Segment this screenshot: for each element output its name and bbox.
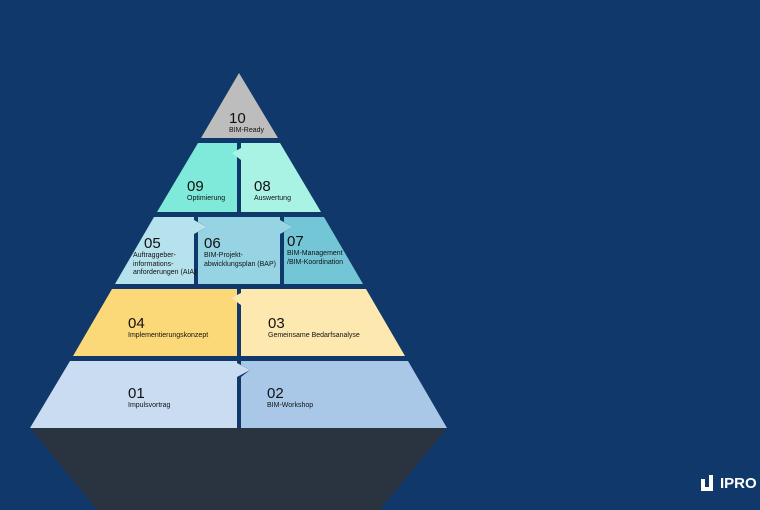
segment-09 [157,143,237,212]
step-07: 07 BIM-Management /BIM-Koordination [287,234,343,267]
pyramid-base [30,428,447,510]
segment-06 [198,217,280,284]
step-number: 04 [128,315,145,332]
step-number: 01 [128,385,145,402]
segment-04 [73,289,237,356]
arrow-tip-01 [237,363,250,377]
step-number: 08 [254,178,271,195]
step-05: 05 Auftraggeber- informations- anforderu… [133,236,196,278]
segment-02 [241,361,447,428]
step-04: 04 Implementierungskonzept [128,316,208,341]
step-09: 09 Optimierung [187,179,225,204]
step-label: Auftraggeber- informations- anforderunge… [133,252,197,276]
logo-building-icon [701,475,713,491]
step-01: 01 Impulsvortrag [128,386,170,411]
segment-08 [232,143,321,212]
segment-01 [30,361,237,428]
segment-05 [115,217,194,284]
step-label: Optimierung [187,195,226,202]
segment-03 [231,289,405,356]
step-number: 03 [268,315,285,332]
step-number: 05 [144,235,161,252]
step-label: Implementierungskonzept [128,332,209,339]
step-10: 10 BIM-Ready [229,111,264,136]
step-number: 02 [267,385,284,402]
step-label: BIM-Projekt- abwicklungsplan (BAP) [204,252,276,268]
step-06: 06 BIM-Projekt- abwicklungsplan (BAP) [204,236,276,269]
segment-07 [284,217,363,284]
arrow-tip-06 [280,220,293,234]
step-02: 02 BIM-Workshop [267,386,313,411]
step-08: 08 Auswertung [254,179,291,204]
step-number: 09 [187,178,204,195]
arrow-tip-05 [194,220,207,234]
logo-text: IPRO [720,474,757,492]
step-label: Impulsvortrag [128,402,171,409]
step-label: BIM-Management /BIM-Koordination [287,250,344,266]
step-label: Gemeinsame Bedarfsanalyse [268,332,360,339]
step-number: 06 [204,235,221,252]
segment-10 [201,73,278,138]
step-number: 10 [229,110,246,127]
step-label: Auswertung [254,195,291,202]
step-label: BIM-Workshop [267,402,314,409]
step-number: 07 [287,233,304,250]
company-logo: IPRO [700,474,757,492]
step-label: BIM-Ready [229,127,265,134]
step-03: 03 Gemeinsame Bedarfsanalyse [268,316,360,341]
